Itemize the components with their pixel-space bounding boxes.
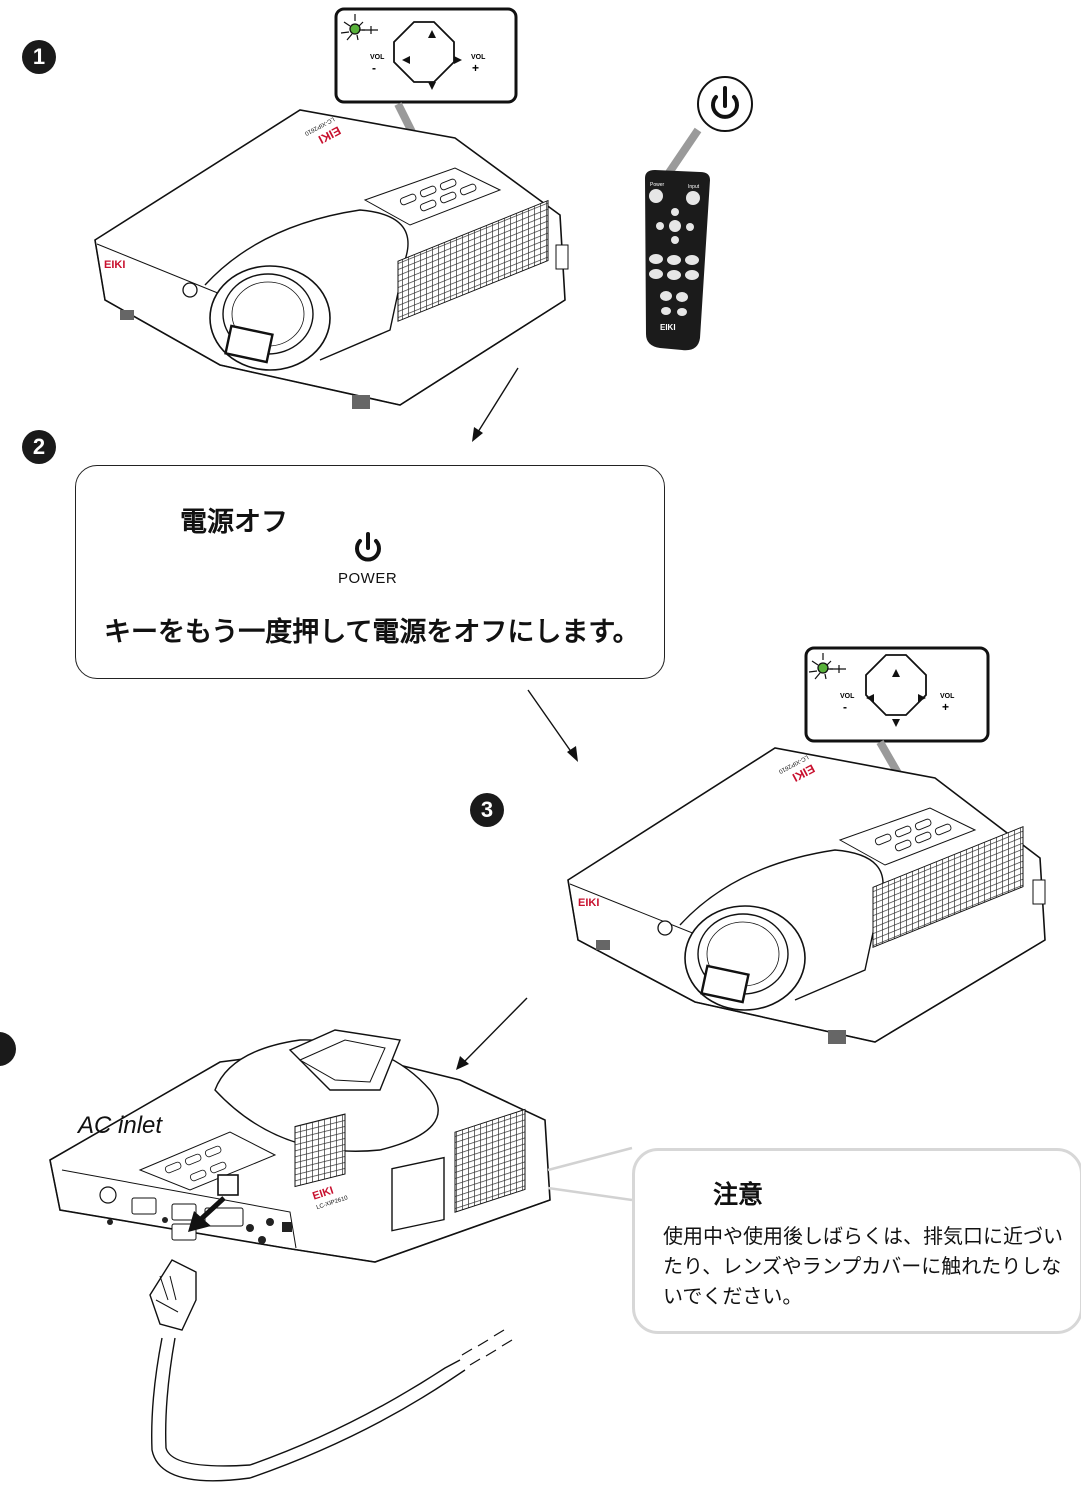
vol-plus-sign: + — [472, 61, 479, 75]
vol-minus-sign-2: - — [843, 700, 847, 714]
vol-plus-label-2: VOL — [940, 693, 955, 700]
projector-logo-2: EIKI — [578, 897, 599, 909]
power-led-indicator-2 — [808, 653, 846, 680]
remote-input-label: Input — [688, 184, 700, 190]
flow-arrow-2 — [527, 689, 578, 762]
step-2-badge: 2 — [22, 430, 56, 464]
remote-power-callout-icon — [711, 86, 739, 119]
power-off-title: 電源オフ — [180, 507, 288, 538]
projector-front-view-2: EIKI EIKI LC-XIP2610 — [567, 747, 1046, 1044]
step-1-badge: 1 — [22, 40, 56, 74]
step-4-badge — [0, 1032, 16, 1066]
ac-inlet-arrow — [188, 1196, 226, 1232]
flow-arrow-3 — [456, 997, 528, 1070]
control-panel-detail-1: VOL - VOL + — [334, 7, 518, 170]
projector-front-view-1: EIKI EIKI LC-XIP2610 — [94, 109, 569, 409]
projector-logo-1: EIKI — [104, 259, 125, 271]
remote-control: Power Input EIKI — [645, 76, 753, 351]
vol-minus-label: VOL — [370, 54, 385, 61]
vol-plus-label: VOL — [471, 54, 486, 61]
caution-text: 使用中や使用後しばらくは、排気口に近づいたり、レンズやランプカバーに触れたりしな… — [663, 1224, 1063, 1308]
projector-rear-view: EIKI LC-XIP2610 — [49, 1029, 633, 1482]
step-3-badge: 3 — [470, 793, 504, 827]
power-led-indicator — [340, 14, 378, 41]
power-cord — [149, 1259, 513, 1482]
power-off-instruction-text: キーをもう一度押して電源をオフにします。 — [104, 617, 640, 648]
power-key-caption: POWER — [338, 570, 398, 587]
power-off-instruction-box: 電源オフ POWER キーをもう一度押して電源をオフにします。 — [75, 465, 665, 679]
power-icon — [355, 532, 381, 562]
flow-arrow-1 — [472, 367, 519, 442]
caution-title: 注意 — [713, 1180, 764, 1209]
remote-power-label: Power — [650, 182, 665, 188]
vol-plus-sign-2: + — [942, 700, 949, 714]
ac-inlet-label: AC inlet — [78, 1112, 163, 1139]
direction-keypad — [393, 21, 462, 90]
vol-minus-sign: - — [372, 61, 376, 75]
vol-minus-label-2: VOL — [840, 693, 855, 700]
caution-box: 注意 使用中や使用後しばらくは、排気口に近づいたり、レンズやランプカバーに触れた… — [632, 1148, 1081, 1334]
remote-logo: EIKI — [660, 323, 676, 332]
